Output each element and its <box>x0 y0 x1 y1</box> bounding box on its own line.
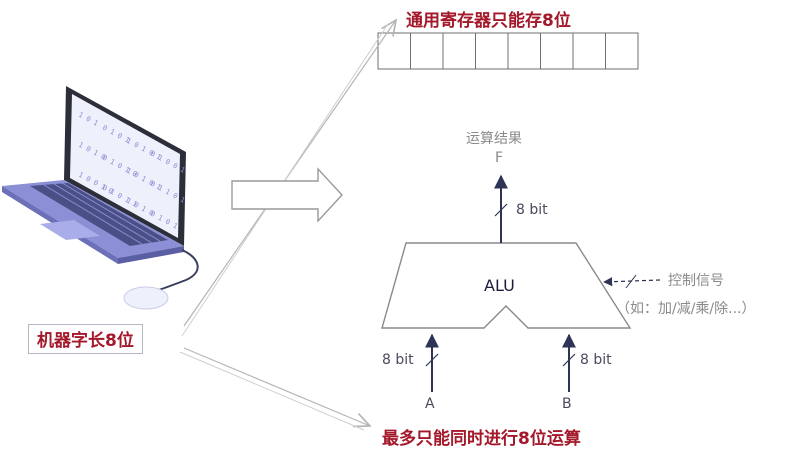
register-cell <box>605 32 639 70</box>
register-cell <box>540 32 574 70</box>
flow-arrow-icon <box>231 167 343 223</box>
control-examples: （如：加/减/乘/除...） <box>616 301 756 317</box>
alu-label: ALU <box>484 276 515 295</box>
input-a-bus-slash <box>425 353 439 367</box>
pointer-arrow-to-bottom <box>183 347 370 426</box>
register-cell <box>475 32 509 70</box>
output-width-label: 8 bit <box>516 202 548 218</box>
pointer-arrow-to-register-shadow <box>181 23 389 337</box>
word-length-box: 机器字长8位 <box>28 324 143 354</box>
control-caption: 控制信号 <box>668 273 724 289</box>
register-cells <box>377 32 639 70</box>
input-a-name: A <box>425 396 435 412</box>
register-title: 通用寄存器只能存8位 <box>406 11 571 31</box>
register-cell <box>442 32 476 70</box>
control-bus-slash <box>625 274 637 289</box>
output-name: F <box>495 150 504 166</box>
bottom-title: 最多只能同时进行8位运算 <box>382 429 581 449</box>
input-a-width-label: 8 bit <box>382 352 414 368</box>
word-length-label: 机器字长8位 <box>37 331 134 351</box>
pointer-arrow-to-bottom-shadow <box>179 351 365 431</box>
result-caption: 运算结果 <box>466 131 522 147</box>
register-cell <box>410 32 444 70</box>
input-b-name: B <box>562 396 572 412</box>
laptop-icon <box>2 86 199 310</box>
input-b-width-label: 8 bit <box>580 352 612 368</box>
alu-block <box>381 242 632 329</box>
input-b-bus-slash <box>562 353 576 367</box>
register-cell <box>507 32 541 70</box>
register-cell <box>572 32 606 70</box>
output-bus-slash <box>494 203 508 217</box>
